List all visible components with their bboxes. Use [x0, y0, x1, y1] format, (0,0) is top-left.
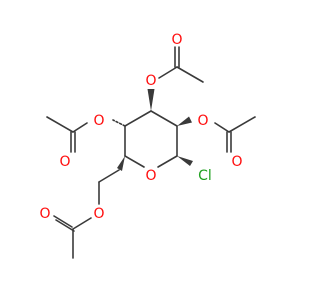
molecule-diagram: O O O O O O O Cl O O — [39, 32, 256, 259]
bond-o-carbonyl-c — [72, 122, 88, 133]
bond-carbonyl-methyl — [228, 116, 256, 133]
wedge-c3-o — [147, 89, 155, 111]
bond-c1-oring — [157, 155, 178, 168]
hash-c4-o — [112, 119, 126, 127]
bond-c3-c2 — [150, 110, 178, 127]
ring-bonds — [124, 110, 178, 168]
bond-carbonyl-methyl — [46, 116, 74, 133]
atom-o-lower: O — [93, 206, 104, 222]
wedge-c5-c6 — [117, 156, 125, 171]
acetate-top — [147, 46, 204, 111]
atom-o-upper-right-carbonyl: O — [231, 154, 242, 170]
bond-o-carbonyl-c — [72, 217, 92, 230]
atom-o-upper-right: O — [197, 113, 208, 129]
bond-carbonyl-methyl — [176, 66, 204, 83]
bond-o-carbonyl-c — [158, 66, 178, 79]
bond-carbonyl-double-2 — [55, 219, 75, 232]
atom-labels: O O O O O O O Cl O O — [39, 32, 242, 222]
bond-c5-oring — [124, 155, 145, 168]
atom-o-top-carbonyl: O — [171, 32, 182, 48]
wedge-c2-o — [177, 116, 192, 126]
bond-o-carbonyl-c — [214, 122, 230, 133]
atom-cl: Cl — [198, 168, 212, 184]
atom-o-upper-left-carbonyl: O — [59, 154, 70, 170]
acetate-lower — [53, 156, 125, 259]
atom-o-top: O — [145, 73, 156, 89]
atom-o-lower-carbonyl: O — [39, 206, 50, 222]
acetate-upper-right — [177, 116, 256, 153]
wedge-c1-cl — [177, 156, 193, 166]
bond-c3-c4 — [124, 110, 152, 127]
atom-o-upper-left: O — [93, 113, 104, 129]
anomeric-chloride — [177, 156, 193, 166]
bond-c5-c6 — [98, 169, 120, 183]
atom-o-ring: O — [145, 168, 156, 184]
bond-carbonyl-double-1 — [53, 215, 73, 228]
acetate-upper-left — [46, 116, 126, 153]
structure-canvas: O O O O O O O Cl O O — [39, 32, 256, 259]
